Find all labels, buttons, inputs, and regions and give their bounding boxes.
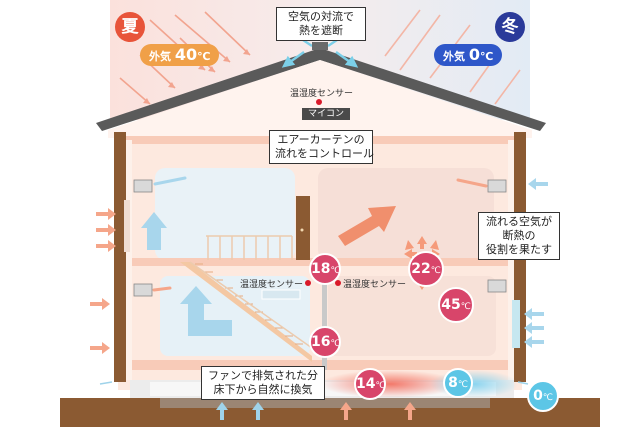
attic-sensor-dot	[316, 99, 322, 105]
air-curtain-line2: 流れをコントロール	[275, 147, 374, 160]
temp-room-2f: 22℃	[408, 251, 444, 287]
outside-summer-value: 40	[174, 45, 198, 64]
temp-underfloor-cool: 8℃	[443, 368, 473, 398]
temp-underfloor-warm-value: 14	[356, 376, 376, 392]
roof-convection-line1: 空気の対流で	[288, 10, 354, 23]
air-curtain-label: エアーカーテンの 流れをコントロール	[269, 130, 374, 164]
cool-air-arrows	[141, 212, 232, 336]
outside-summer-prefix: 外気	[149, 50, 171, 63]
temp-room-1f: 45℃	[438, 287, 474, 323]
temp-room-2f-value: 22	[411, 261, 431, 277]
temp-ground-outside-unit: ℃	[542, 393, 553, 403]
temp-ground-outside: 0℃	[527, 380, 559, 412]
floor-ventilation-line2: 床下から自然に換気	[213, 383, 313, 396]
air-insulation-line3: 役割を果たす	[486, 243, 552, 256]
left-sensor-label: 温湿度センサー	[240, 280, 304, 290]
outside-cool-arrows	[524, 178, 548, 348]
temp-underfloor-warm: 14℃	[354, 368, 386, 400]
temp-room-2f-unit: ℃	[430, 266, 441, 276]
right-sensor-label: 温湿度センサー	[343, 280, 407, 290]
temp-stair-lower-value: 16	[311, 334, 331, 350]
temp-stair-upper: 18℃	[309, 253, 341, 285]
air-insulation-line1: 流れる空気が	[486, 215, 552, 228]
temp-underfloor-cool-unit: ℃	[457, 380, 468, 390]
floor-ventilation-line1: ファンで排気された分	[208, 369, 318, 382]
air-insulation-line2: 断熱の	[502, 229, 536, 242]
staircase	[180, 235, 313, 362]
temp-underfloor-warm-unit: ℃	[375, 381, 386, 391]
attic-sensor-label: 温湿度センサー	[290, 89, 354, 99]
air-insulation-label: 流れる空気が 断熱の 役割を果たす	[478, 212, 560, 260]
temp-stair-lower: 16℃	[309, 326, 341, 358]
right-sensor-dot	[335, 280, 341, 286]
floor-ventilation-label: ファンで排気された分 床下から自然に換気	[201, 366, 325, 400]
door	[296, 196, 310, 260]
roof-convection-label: 空気の対流で 熱を遮断	[276, 7, 366, 41]
temp-stair-upper-unit: ℃	[330, 266, 341, 276]
left-wall	[114, 132, 126, 382]
warm-air-arrow	[338, 206, 396, 246]
roof-convection-line2: 熱を遮断	[299, 24, 343, 37]
outside-summer-unit: ℃	[197, 50, 211, 63]
temp-underfloor-cool-value: 8	[448, 375, 458, 391]
attic-vent	[312, 42, 328, 50]
summer-badge: 夏	[115, 12, 145, 42]
outside-temp-summer: 外気 40℃	[140, 44, 220, 66]
temp-room-1f-unit: ℃	[460, 302, 471, 312]
outside-winter-unit: ℃	[479, 50, 494, 63]
left-sensor-dot	[305, 280, 311, 286]
outside-temp-winter: 外気 0℃	[434, 44, 503, 66]
air-duct	[322, 258, 327, 370]
outside-winter-value: 0	[468, 45, 480, 64]
temp-room-1f-value: 45	[441, 297, 461, 313]
temp-stair-upper-value: 18	[311, 261, 331, 277]
temp-stair-lower-unit: ℃	[330, 339, 341, 349]
outside-winter-prefix: 外気	[443, 50, 465, 63]
outside-warm-arrows	[90, 208, 116, 354]
air-curtain-line1: エアーカーテンの	[277, 133, 365, 146]
microcontroller-label: マイコン	[302, 108, 351, 120]
temp-ground-outside-value: 0	[533, 388, 543, 404]
winter-badge: 冬	[495, 12, 525, 42]
